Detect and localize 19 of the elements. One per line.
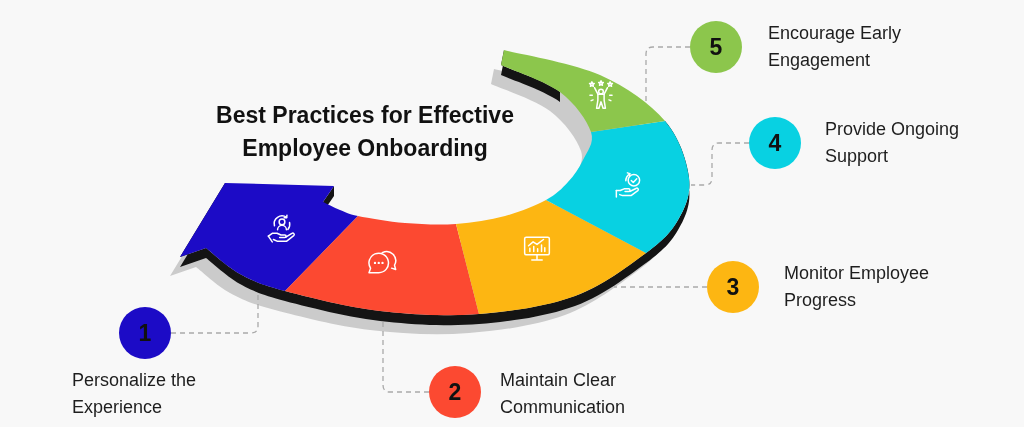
step-number: 4 [768, 131, 782, 155]
step-number: 5 [709, 35, 723, 59]
step-description: Encourage Early Engagement [768, 22, 903, 72]
step-number: 3 [726, 275, 740, 299]
leader-line [645, 46, 691, 103]
step-circle [690, 21, 742, 73]
leader-line [690, 142, 750, 186]
step-number: 1 [138, 321, 152, 345]
step-circle [119, 307, 171, 359]
step-description: Personalize the Experience [72, 369, 198, 419]
step-description: Monitor Employee Progress [784, 262, 931, 312]
step-circle [749, 117, 801, 169]
step-circle [429, 366, 481, 418]
step-description: Provide Ongoing Support [825, 118, 961, 168]
leader-line [382, 321, 430, 393]
step-description: Maintain Clear Communication [500, 369, 627, 419]
step-number: 2 [448, 380, 462, 404]
diagram-title: Best Practices for Effective Employee Onboarding [215, 101, 515, 163]
step-circle [707, 261, 759, 313]
